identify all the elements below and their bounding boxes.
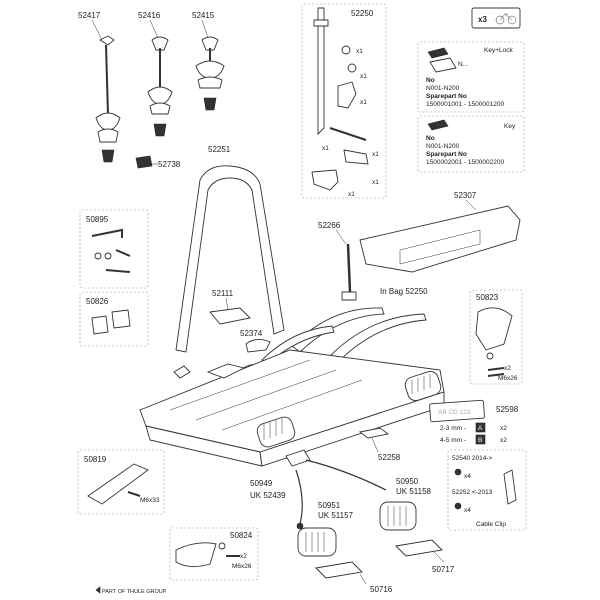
key-no-value: N001-N200 [426, 143, 460, 150]
uk-52439: UK 52439 [250, 491, 286, 500]
key-sparepart-label: Sparepart No [426, 151, 467, 158]
plate-size-row2: 4-5 mm - [440, 437, 466, 444]
label-50824: 50824 [230, 531, 253, 540]
parts-box-50826: 50826 [79, 291, 149, 347]
key-sparepart-value: 1500002001 - 1500002200 [426, 159, 504, 166]
tail-light-50950: 50950 UK 51158 [379, 477, 432, 531]
lock-cylinder-icon [429, 57, 457, 73]
footer-text: PART OF THULE GROUP [102, 589, 167, 595]
screw-m6x26-b: M6x26 [232, 563, 252, 570]
key-lock-no-value: N001-N200 [426, 85, 460, 92]
tail-light-right [404, 370, 442, 402]
label-52251: 52251 [208, 145, 231, 154]
label-52250-box: 52250 [351, 9, 374, 18]
key-title: Key [504, 123, 516, 130]
cable-harness-50949: 50949 UK 52439 [250, 449, 387, 530]
cable-clip-line2: 52252 <-2013 [452, 489, 493, 496]
key-box: Key No N001-N200 Sparepart No 1500002001… [417, 115, 525, 173]
label-52598: 52598 [496, 405, 519, 414]
label-52111: 52111 [212, 289, 234, 298]
qty-x1-a: x1 [356, 48, 363, 55]
qty-x4-a: x4 [464, 473, 471, 480]
label-50823: 50823 [476, 293, 499, 302]
bike-count: x3 [478, 15, 487, 24]
uk-51157: UK 51157 [318, 511, 354, 520]
label-50949: 50949 [250, 479, 273, 488]
label-50895: 50895 [86, 215, 109, 224]
uk-51158: UK 51158 [396, 487, 432, 496]
parts-box-50895: 50895 [79, 209, 149, 289]
label-52374: 52374 [240, 329, 263, 338]
bicycle-icon [499, 13, 513, 21]
label-52416: 52416 [138, 11, 161, 20]
number-plate-52598: 52598 AB CD 123 2-3 mm - A x2 4-5 mm - B… [429, 399, 519, 445]
label-52307: 52307 [454, 191, 477, 200]
label-50819: 50819 [84, 455, 107, 464]
cable-bar-52266: 52266 [318, 221, 357, 301]
screw-m6x33: M6x33 [140, 497, 160, 504]
label-50826: 50826 [86, 297, 109, 306]
key-lock-sparepart-value: 1500001001 - 1500001200 [426, 101, 504, 108]
parts-box-50819: 50819 M6x33 [77, 449, 165, 515]
cable-clip-box: 52540 2014-> x4 52252 <-2013 x4 Cable Cl… [447, 449, 527, 531]
key-lock-box: Key+Lock N... No N001-N200 Sparepart No … [417, 41, 525, 113]
label-50950: 50950 [396, 477, 419, 486]
footer: PART OF THULE GROUP [95, 586, 167, 595]
cable-clip-caption: Cable Clip [476, 521, 506, 528]
wheel-holder-clip-52738: 52738 [135, 155, 181, 169]
wheel-holder-52416: 52416 [138, 11, 173, 137]
qty-x2-a: x2 [500, 425, 507, 432]
key-lock-n-range: N... [458, 61, 468, 68]
lens-50716: 50716 [315, 561, 393, 594]
key-icon [427, 47, 449, 59]
label-in-bag-52250: In Bag 52250 [380, 287, 428, 296]
label-52738: 52738 [158, 160, 181, 169]
key-lock-no-label: No [426, 77, 435, 84]
cable-clip-line1: 52540 2014-> [452, 455, 493, 462]
qty-x2-b: x2 [500, 437, 507, 444]
qty-x2-50823: x2 [504, 365, 511, 372]
plate-size-row1: 2-3 mm - [440, 425, 466, 432]
qty-x4-b: x4 [464, 507, 471, 514]
plate-key-a: A [478, 425, 483, 432]
qty-x1-c: x1 [360, 99, 367, 106]
frame-52251: 52251 [175, 145, 285, 353]
carrier-main-body [139, 349, 445, 467]
tail-light-50951: 50951 UK 51157 [297, 501, 354, 557]
pad-52258: 52258 [358, 427, 401, 462]
plate-key-b: B [478, 437, 482, 444]
key-lock-sparepart-label: Sparepart No [426, 93, 467, 100]
number-plate-holder-52307: 52307 [359, 191, 521, 273]
label-50717: 50717 [432, 565, 455, 574]
thule-arrow-icon [95, 586, 101, 594]
key-icon-2 [427, 119, 449, 131]
parts-box-50824: 50824 x2 M6x26 [169, 527, 259, 581]
key-no-label: No [426, 135, 435, 142]
qty-x1-e: x1 [372, 151, 379, 158]
qty-x1-g: x1 [348, 191, 355, 198]
qty-x1-d: x1 [322, 145, 329, 152]
label-52415: 52415 [192, 11, 215, 20]
bike-count-badge: x3 [471, 7, 521, 29]
qty-x1-b: x1 [360, 73, 367, 80]
allen-key-icon [91, 228, 123, 238]
lens-50717: 50717 [395, 539, 455, 574]
qty-x2-50824: x2 [240, 553, 247, 560]
reflector-52111: 52111 [209, 289, 251, 325]
parts-box-50823: 50823 x2 M6x26 [469, 289, 523, 385]
plate-text: AB CD 123 [438, 409, 471, 416]
screw-m6x26-a: M6x26 [498, 375, 518, 382]
key-lock-title: Key+Lock [484, 47, 513, 54]
label-50951: 50951 [318, 501, 341, 510]
qty-x1-f: x1 [372, 179, 379, 186]
label-52266: 52266 [318, 221, 341, 230]
parts-box-52250: 52250 x1 x1 x1 x1 x1 x1 x1 [301, 3, 387, 199]
label-50716: 50716 [370, 585, 393, 594]
wheel-holder-52415: 52415 [192, 11, 225, 111]
label-52417: 52417 [78, 11, 101, 20]
wheel-holder-52417: 52417 [78, 11, 121, 163]
label-52258: 52258 [378, 453, 401, 462]
